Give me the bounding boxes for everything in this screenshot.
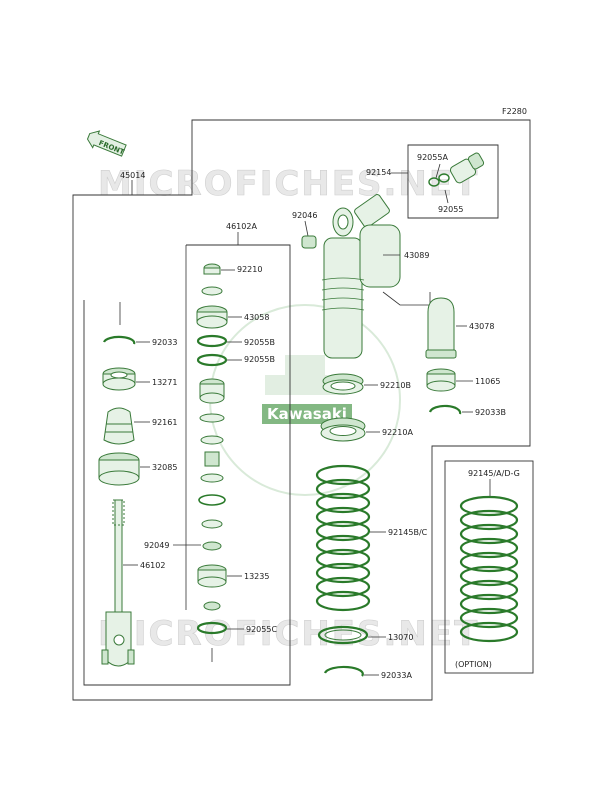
label-92033B: 92033B [475,408,506,417]
label-13271: 13271 [152,378,177,387]
frame-46102A [83,244,291,686]
label-92033: 92033 [152,338,177,347]
label-13070: 13070 [388,633,413,642]
label-46102A: 46102A [226,222,257,231]
label-92046: 92046 [292,211,317,220]
oring-92055B-2-part [196,353,228,367]
label-92210A: 92210A [382,428,413,437]
circlip-92033B-part [428,404,462,415]
circlip-92033A-part [323,665,364,677]
label-13235: 13235 [244,572,269,581]
cap-13271-part [102,367,136,391]
watermark-top: MICROFICHES.NET [98,164,479,204]
label-92055: 92055 [438,205,463,214]
label-43078: 43078 [469,322,494,331]
label-92145BC: 92145B/C [388,528,428,537]
label-92055A: 92055A [417,153,448,162]
oring-92055C-part [196,621,228,635]
label-92210: 92210 [237,265,262,274]
rod-46102-part [101,499,135,667]
label-92145ADG: 92145/A/D-G [468,469,520,478]
cap-11065-part [426,368,456,392]
label-92055C: 92055C [246,625,277,634]
label-92055B-1: 92055B [244,338,275,347]
cap-32085-part [98,452,140,486]
label-92049: 92049 [144,541,169,550]
nut-92210-part [203,263,221,275]
label-92033A: 92033A [381,671,412,680]
nut-small-part [203,601,221,611]
label-92055B-2: 92055B [244,355,275,364]
frame-outer [72,119,531,701]
label-92210B: 92210B [380,381,411,390]
watermark-bottom: MICROFICHES.NET [98,614,479,654]
figure-code: F2280 [502,107,527,116]
plate-43058-part [196,305,228,329]
kawasaki-logo: Kawasaki [209,304,401,496]
label-11065: 11065 [475,377,500,386]
spring-option-part [459,495,519,643]
label-46102: 46102 [140,561,165,570]
label-32085: 32085 [152,463,177,472]
bumper-92161-part [103,407,135,445]
label-45014: 45014 [120,171,145,180]
piston-13235-part [197,564,227,588]
label-92161: 92161 [152,418,177,427]
label-43058: 43058 [244,313,269,322]
spring-92145BC-part [315,464,371,612]
washer-part [201,286,223,296]
nut-92210A-part [320,417,366,442]
oring-92055B-1-part [196,334,228,348]
shock-body-part [321,194,401,359]
bushing-92046-part [301,235,317,249]
label-92154: 92154 [366,168,391,177]
seat-13070-part [317,625,369,645]
nut-92210B-part [322,373,364,395]
option-label: (OPTION) [455,660,492,669]
circlip-92033-part [102,335,136,345]
valve-stack-part [198,378,226,551]
frame-92154 [407,144,499,219]
reservoir-cap-part [428,152,485,187]
option-box [444,460,534,674]
label-43089: 43089 [404,251,429,260]
bladder-part [425,297,457,359]
front-arrow-icon: FRONT [86,130,127,157]
brand-logo-text: Kawasaki [267,405,347,423]
